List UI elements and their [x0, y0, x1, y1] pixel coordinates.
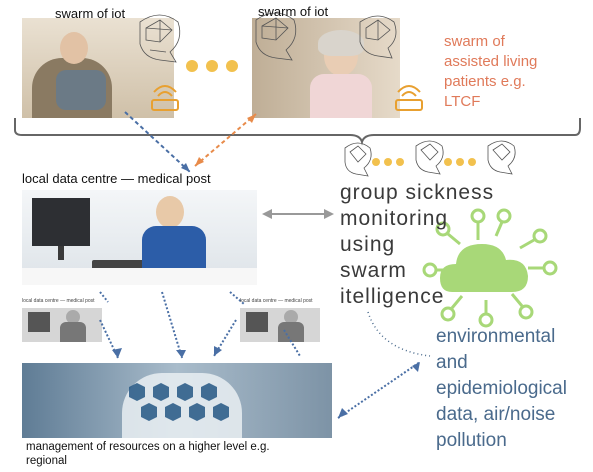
brain-mesh-icon: [139, 14, 181, 63]
brain-mesh-icon: [415, 140, 444, 175]
small-centre-label-1: local data centre — medical post: [22, 298, 95, 304]
local-centre-label: local data centre — medical post: [22, 171, 211, 186]
dot: [384, 158, 392, 166]
swarm-iot-label-2: swarm of iot: [258, 4, 329, 19]
small-centre-photo-1: [22, 308, 102, 342]
medical-post-photo: [22, 190, 257, 285]
cloud-network-icon: [422, 208, 558, 328]
arrow-dotted: [99, 319, 119, 359]
dot: [186, 60, 198, 72]
dotted-curve: [367, 311, 431, 357]
router-icon: [395, 85, 423, 111]
arrow-orange: [194, 113, 257, 167]
management-photo: [22, 363, 332, 438]
management-label: management of resources on a higher leve…: [26, 441, 270, 467]
dot: [226, 60, 238, 72]
dot: [468, 158, 476, 166]
patients-brace: [14, 118, 581, 146]
arrow-dotted: [213, 319, 237, 357]
router-icon: [151, 85, 179, 111]
brain-mesh-icon: [359, 15, 397, 59]
small-centre-photo-2: [240, 308, 320, 342]
arrow-dotted: [161, 291, 183, 359]
elderly-man-photo: [22, 18, 174, 118]
brain-mesh-icon: [255, 12, 297, 61]
dot: [396, 158, 404, 166]
environmental-label: environmental and epidemiological data, …: [436, 326, 567, 451]
arrow-blue: [124, 111, 191, 173]
swarm-iot-label-1: swarm of iot: [55, 6, 126, 21]
arrow-dotted: [99, 291, 109, 303]
arrow-dotted: [229, 291, 245, 305]
small-centre-label-2: local data centre — medical post: [240, 298, 313, 304]
elderly-woman-photo: [252, 18, 400, 118]
group-monitoring-label: group sickness monitoring using swarm it…: [340, 181, 495, 308]
dot: [444, 158, 452, 166]
network-hexagons-icon: [129, 383, 229, 421]
brain-mesh-icon: [344, 142, 372, 177]
patients-label: swarm of assisted living patients e.g. L…: [444, 33, 538, 110]
arrow-dotted: [283, 329, 301, 357]
brain-mesh-icon: [487, 140, 516, 175]
dot: [206, 60, 218, 72]
dot: [372, 158, 380, 166]
arrow-dotted: [337, 361, 421, 419]
dot: [456, 158, 464, 166]
